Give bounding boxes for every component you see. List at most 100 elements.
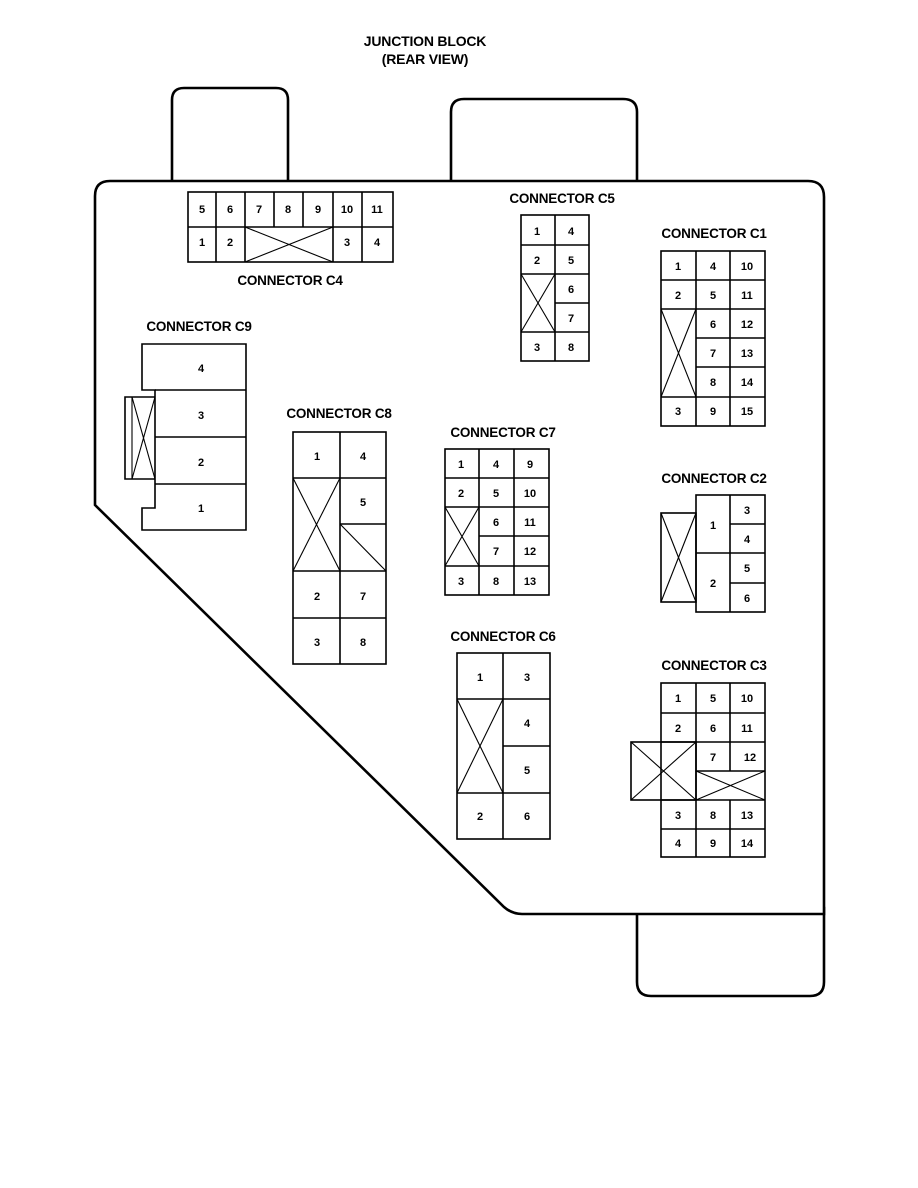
pin-label: 2 [458,488,464,500]
pin-label: 13 [524,576,536,588]
pin-label: 12 [741,319,753,331]
pin-label: 6 [524,811,530,823]
pin-label: 4 [374,237,381,249]
pin-label: 12 [524,546,536,558]
pin-label: 7 [360,591,366,603]
pin-label: 4 [524,718,531,730]
pin-label: 6 [493,517,499,529]
pin-label: 7 [256,204,262,216]
pin-label: 1 [534,226,540,238]
pin-label: 4 [710,261,717,273]
pin-label: 5 [710,693,716,705]
pin-label: 9 [710,406,716,418]
pin-label: 11 [371,204,383,216]
pin-label: 2 [534,255,540,267]
pin-label: 3 [344,237,350,249]
pin-label: 13 [741,810,753,822]
pin-label: 7 [493,546,499,558]
connector-c8: CONNECTOR C8 1 4 5 2 7 3 8 [286,406,393,665]
connector-c6-label: CONNECTOR C6 [450,629,556,644]
pin-label: 2 [477,811,483,823]
pin-label: 3 [675,406,681,418]
pin-label: 4 [493,459,500,471]
pin-label: 1 [199,237,205,249]
connector-c2-label: CONNECTOR C2 [661,471,766,486]
pin-label: 10 [741,693,753,705]
pin-label: 3 [458,576,464,588]
junction-block-body [93,179,826,916]
connector-c1-label: CONNECTOR C1 [661,226,767,241]
connector-c7-label: CONNECTOR C7 [450,425,555,440]
pin-label: 6 [710,723,716,735]
pin-label: 14 [741,377,754,389]
pin-label: 1 [314,451,320,463]
pin-label: 15 [741,406,753,418]
connector-c9: CONNECTOR C9 4 3 2 1 [124,319,252,531]
connector-c3-label: CONNECTOR C3 [661,658,767,673]
connector-c5: CONNECTOR C5 1 4 2 5 6 7 3 8 [509,191,616,362]
connector-c4-label: CONNECTOR C4 [237,273,343,288]
connector-c9-label: CONNECTOR C9 [146,319,251,334]
connector-c1: CONNECTOR C1 1 4 10 2 5 11 6 12 7 13 8 1… [660,226,768,427]
pin-label: 9 [315,204,321,216]
pin-label: 1 [675,261,681,273]
pin-label: 14 [741,838,754,850]
pin-label: 3 [534,342,540,354]
pin-label: 5 [360,497,366,509]
pin-label: 5 [524,765,530,777]
pin-label: 11 [524,517,536,529]
pin-label: 5 [493,488,499,500]
pin-label: 2 [314,591,320,603]
pin-label: 1 [675,693,681,705]
pin-label: 4 [568,226,575,238]
bottom-tab [635,906,826,998]
diagram-subtitle: (REAR VIEW) [382,51,468,67]
pin-label: 4 [360,451,367,463]
pin-label: 6 [227,204,233,216]
pin-label: 2 [675,290,681,302]
pin-label: 11 [741,290,753,302]
pin-label: 3 [524,672,530,684]
connector-c3: CONNECTOR C3 1 5 10 2 6 11 7 12 3 8 13 4… [630,658,768,858]
pin-label: 3 [675,810,681,822]
connector-c4: 5 6 7 8 9 10 11 1 2 3 4 CONNECTOR C4 [187,191,394,288]
pin-label: 3 [198,410,204,422]
pin-label: 6 [568,284,574,296]
pin-label: 5 [744,563,750,575]
top-right-tab [449,97,639,185]
pin-label: 12 [744,752,756,764]
pin-label: 6 [744,593,750,605]
pin-label: 10 [741,261,753,273]
pin-label: 8 [568,342,574,354]
pin-label: 11 [741,723,753,735]
pin-label: 8 [710,810,716,822]
pin-label: 7 [710,348,716,360]
pin-label: 3 [744,505,750,517]
pin-label: 4 [198,363,205,375]
pin-label: 2 [710,578,716,590]
pin-label: 1 [710,520,716,532]
pin-label: 2 [198,457,204,469]
pin-label: 3 [314,637,320,649]
top-left-tab [170,86,290,185]
pin-label: 4 [744,534,751,546]
pin-label: 8 [493,576,499,588]
pin-label: 9 [527,459,533,471]
pin-label: 10 [524,488,536,500]
pin-label: 2 [675,723,681,735]
diagram-title: JUNCTION BLOCK [364,33,487,49]
pin-label: 13 [741,348,753,360]
connector-c5-label: CONNECTOR C5 [509,191,615,206]
connector-c2: CONNECTOR C2 3 1 4 5 2 6 [660,471,767,613]
pin-label: 4 [675,838,682,850]
pin-label: 1 [477,672,483,684]
pin-label: 5 [568,255,574,267]
pin-label: 7 [568,313,574,325]
pin-label: 5 [710,290,716,302]
pin-label: 10 [341,204,353,216]
pin-label: 1 [198,503,204,515]
pin-label: 1 [458,459,464,471]
connector-c7: CONNECTOR C7 1 4 9 2 5 10 6 11 7 12 3 8 … [444,425,556,596]
pin-label: 6 [710,319,716,331]
